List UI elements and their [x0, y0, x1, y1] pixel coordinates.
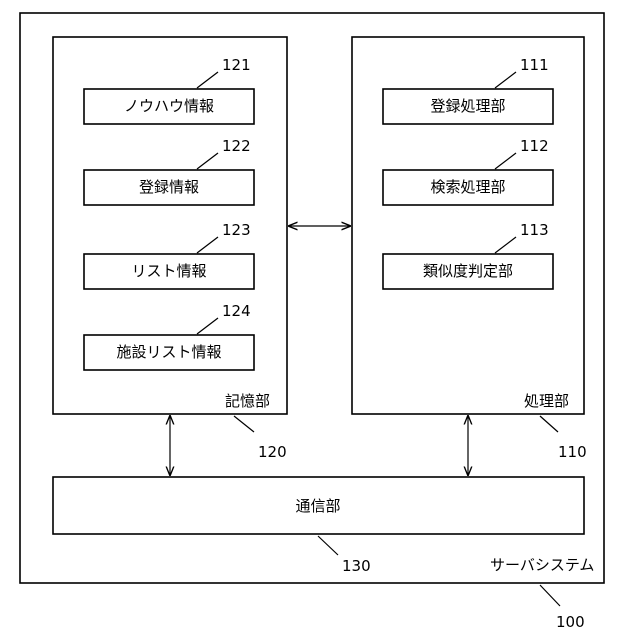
storage-item-label: 登録情報 — [139, 178, 199, 196]
storage-item-ref: 122 — [222, 137, 251, 155]
storage-item-label: 施設リスト情報 — [116, 343, 221, 361]
processing-item-label: 類似度判定部 — [423, 262, 513, 280]
communication-unit-ref: 130 — [342, 557, 371, 575]
storage-item-ref: 124 — [222, 302, 251, 320]
processing-unit-ref: 110 — [558, 443, 587, 461]
processing-item-ref: 113 — [520, 221, 549, 239]
storage-item-ref: 121 — [222, 56, 251, 74]
processing-item-ref: 111 — [520, 56, 549, 74]
server-system-leader — [540, 585, 560, 606]
processing-unit-label: 処理部 — [524, 392, 569, 410]
server-system-label: サーバシステム — [490, 556, 594, 574]
storage-unit-label: 記憶部 — [225, 392, 270, 410]
processing-item-ref: 112 — [520, 137, 549, 155]
storage-item-label: リスト情報 — [131, 262, 206, 280]
communication-unit-label: 通信部 — [295, 497, 340, 515]
processing-item-label: 検索処理部 — [430, 178, 505, 196]
storage-unit-ref: 120 — [258, 443, 287, 461]
processing-item-label: 登録処理部 — [430, 97, 505, 115]
storage-item-ref: 123 — [222, 221, 251, 239]
server-system-ref: 100 — [556, 613, 585, 631]
storage-item-label: ノウハウ情報 — [124, 97, 214, 115]
